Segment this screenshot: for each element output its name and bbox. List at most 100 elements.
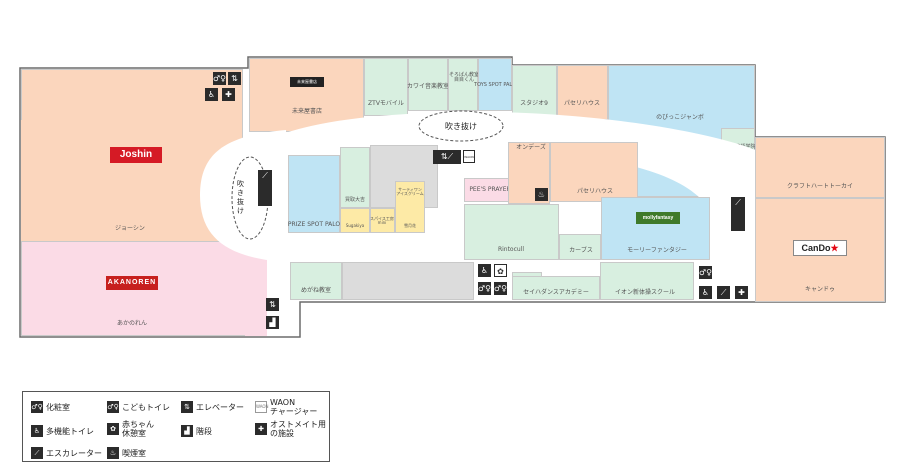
legend-waon: WAON WAON チャージャー [255, 398, 317, 416]
legend-label: 赤ちゃん 休憩室 [122, 420, 154, 438]
waon-charger-icon[interactable]: WAON [463, 150, 475, 163]
legend-label: 多機能トイレ [46, 426, 94, 436]
store-seiha-dance[interactable] [512, 276, 600, 300]
store-curves[interactable] [559, 234, 601, 260]
store-sugakiya[interactable] [340, 208, 370, 233]
store-aeon-swim[interactable] [600, 262, 694, 300]
accessible-toilet-icon[interactable]: ♿ [205, 88, 218, 101]
escalator-icon[interactable]: ⇅⟋ [433, 150, 461, 164]
label-joshin: ジョーシン [115, 225, 145, 232]
store-akanoren-ext[interactable] [245, 258, 267, 336]
store-joshin-lower[interactable] [21, 120, 221, 241]
elevator-icon[interactable]: ⇅ [228, 72, 241, 85]
legend-label: エレベーター [196, 402, 244, 412]
label-cando: キャンドゥ [804, 286, 836, 293]
logo-akanoren: AKANOREN [106, 276, 158, 290]
escalator-icon[interactable]: ⟋ [258, 170, 272, 206]
label-craft: クラフトハートトーカイ [786, 183, 854, 190]
label-studio9: スタジオ9 [520, 100, 548, 107]
label-megane: めがね教室 [300, 287, 332, 294]
label-toys: TOYS SPOT PALO [474, 82, 516, 88]
legend: ♂♀ 化粧室 ♂♀ こどもトイレ ⇅ エレベーター WAON WAON チャージ… [22, 391, 330, 462]
label-kawai: カワイ音楽教室 [406, 83, 450, 90]
label-seiha-dance: セイハダンスアカデミー [523, 289, 589, 296]
ostomate-icon[interactable]: ✚ [222, 88, 235, 101]
void-left-label: 吹き抜け [237, 180, 244, 215]
legend-accessible-toilet: ♿ 多機能トイレ [31, 425, 94, 437]
store-prize[interactable] [288, 155, 340, 233]
store-craft[interactable] [755, 137, 885, 198]
store-kawai[interactable] [408, 58, 448, 111]
label-curves: カーブス [569, 247, 593, 254]
store-kaitori[interactable] [340, 147, 370, 208]
store-paseri-mid[interactable] [550, 142, 638, 202]
label-spice: スパイス工房 mini [370, 216, 394, 225]
legend-escalator: ⟋ エスカレーター [31, 447, 102, 459]
waon-charger-icon: WAON [255, 401, 269, 413]
label-foodcourt: サーティワン アイスクリーム [396, 187, 424, 196]
accessible-toilet-icon: ♿ [31, 425, 43, 437]
escalator-icon[interactable]: ⟋ [731, 197, 745, 231]
escalator-icon: ⟋ [31, 447, 43, 459]
legend-elevator: ⇅ エレベーター [181, 401, 244, 413]
store-studio9[interactable] [512, 65, 557, 116]
baby-room-icon[interactable]: ✿ [494, 264, 507, 277]
label-mirai: 未来屋書店 [291, 108, 323, 115]
label-paseri-mid: パセリハウス [576, 188, 614, 195]
label-molly: モーリーファンタジー [627, 247, 687, 254]
legend-stairs: ▟ 階段 [181, 425, 212, 437]
store-foodcourt[interactable] [395, 181, 425, 233]
label-nobikko: のびっこジャンボ [656, 114, 704, 121]
toilet-icon[interactable]: ♂♀ [699, 266, 713, 279]
legend-smoking: ♨ 喫煙室 [107, 447, 146, 459]
accessible-toilet-icon[interactable]: ♿ [699, 286, 712, 299]
legend-label: エスカレーター [46, 448, 102, 458]
store-rintocull[interactable] [464, 204, 559, 260]
store-molly[interactable] [601, 197, 710, 260]
store-ztv[interactable] [364, 58, 408, 116]
legend-label: オストメイト用 の施設 [270, 420, 326, 438]
label-soroban: そろばん教室 目目くん [449, 72, 480, 83]
label-akanoren: あかのれん [116, 320, 148, 327]
void-top [418, 110, 504, 142]
logo-cando: CanDo★ [793, 240, 847, 256]
escalator-icon[interactable]: ⟋ [717, 286, 730, 299]
toilet-icon[interactable]: ♂♀ [478, 282, 492, 295]
store-toys[interactable] [478, 58, 512, 111]
store-gray-bottom [342, 262, 474, 300]
void-top-label: 吹き抜け [445, 122, 477, 131]
elevator-icon[interactable]: ⇅ [266, 298, 279, 311]
toilet-icon: ♂♀ [31, 401, 43, 413]
label-setsugetsu: 雪月花 [404, 223, 416, 228]
legend-kids-toilet: ♂♀ こどもトイレ [107, 401, 170, 413]
legend-ostomate: ✚ オストメイト用 の施設 [255, 420, 326, 438]
accessible-toilet-icon[interactable]: ♿ [478, 264, 491, 277]
stairs-icon[interactable]: ▟ [266, 316, 279, 329]
label-prize: PRIZE SPOT PALO [287, 221, 341, 228]
store-megane[interactable] [290, 262, 342, 300]
logo-joshin: Joshin [110, 147, 162, 163]
legend-label: こどもトイレ [122, 402, 170, 412]
kids-toilet-icon[interactable]: ♂♀ [494, 282, 508, 295]
corridor-upper [221, 111, 755, 200]
baby-room-icon: ✿ [107, 423, 119, 435]
logo-molly: mollyfantasy [636, 212, 680, 224]
legend-baby-room: ✿ 赤ちゃん 休憩室 [107, 420, 154, 438]
store-pees[interactable] [464, 178, 516, 202]
label-ondez: オンデーズ [516, 144, 546, 151]
ostomate-icon[interactable]: ✚ [735, 286, 748, 299]
legend-label: 化粧室 [46, 402, 70, 412]
elevator-icon: ⇅ [181, 401, 193, 413]
label-sugakiya: Sugakiya [345, 223, 365, 228]
toilet-icon[interactable]: ♂♀ [213, 72, 227, 85]
label-pees: PEE'S PRAYER [469, 186, 511, 193]
store-spice[interactable] [370, 208, 395, 233]
smoking-icon[interactable]: ♨ [535, 188, 548, 201]
logo-mirai: 未来屋書店 [290, 77, 324, 87]
label-rintocull: Rintocull [497, 246, 525, 253]
label-aeon-swim: イオン新体操スクール [614, 289, 676, 296]
smoking-icon: ♨ [107, 447, 119, 459]
store-soroban[interactable] [448, 58, 478, 111]
